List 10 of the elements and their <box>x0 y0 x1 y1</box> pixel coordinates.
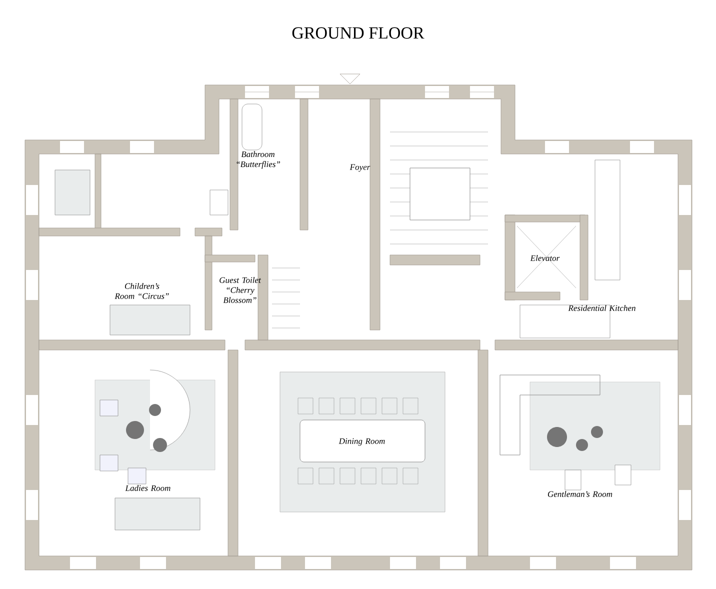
room-label: Guest Toilet “Cherry Blossom” <box>220 277 262 303</box>
room-label: Dining Room <box>338 438 385 446</box>
room-label: Children’s Room “Circus” <box>114 283 169 299</box>
room-label: Bathroom “Butterflies” <box>236 151 280 169</box>
room-label: Elevator <box>530 255 560 261</box>
title: GROUND FLOOR <box>292 27 424 39</box>
room-label: Gentleman’s Room <box>548 491 612 497</box>
room-label: Residential Kitchen <box>568 305 636 311</box>
room-label: Ladies Room <box>125 485 170 491</box>
room-label: Foyer <box>350 164 370 172</box>
